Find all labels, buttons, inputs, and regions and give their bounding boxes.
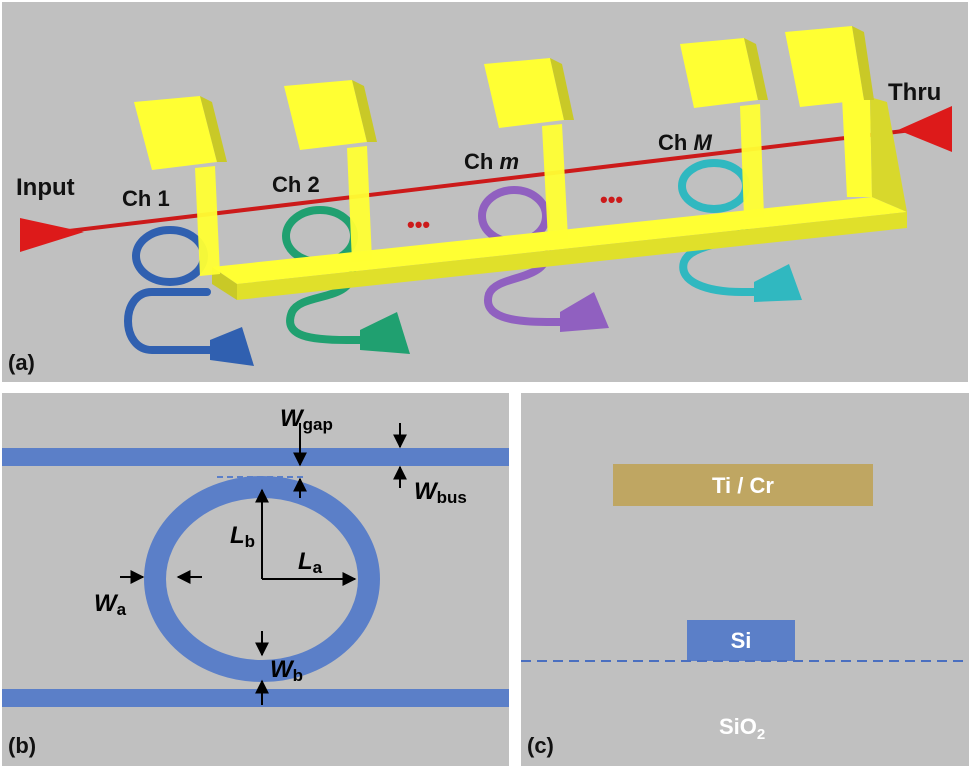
si-label: Si (731, 628, 752, 653)
panel-a-diagram: ••• ••• Input Thru Ch 1 Ch 2 Ch m Ch M (… (8, 26, 952, 375)
panel-a-label: (a) (8, 350, 35, 375)
ring-chm-taper (560, 292, 609, 332)
ellipsis-dots-1: ••• (407, 212, 430, 237)
panel-c-label: (c) (527, 733, 554, 758)
metal-heater-layer (613, 464, 873, 506)
wa-label: Wa (94, 590, 127, 619)
input-label: Input (16, 174, 75, 201)
lb-label: Lb (230, 522, 255, 551)
wb-label: Wb (270, 656, 303, 685)
elliptical-ring (144, 476, 380, 682)
thru-label: Thru (888, 79, 941, 106)
ring-ch1-taper (210, 327, 254, 366)
ring-ch2-taper (360, 312, 410, 354)
panel-b: Wgap Wbus Lb La Wa Wb (b) (2, 393, 509, 766)
wgap-label: Wgap (280, 405, 333, 434)
ellipsis-dots-2: ••• (600, 187, 623, 212)
channel-label-1: Ch 1 (122, 186, 170, 211)
ring-chM-taper (754, 264, 802, 302)
panel-b-label: (b) (8, 733, 36, 758)
bus-waveguide (26, 125, 938, 238)
panel-c-diagram: Ti / Cr Si SiO2 (c) (521, 464, 969, 758)
bottom-bus-waveguide (2, 689, 509, 707)
panel-b-diagram: Wgap Wbus Lb La Wa Wb (b) (2, 405, 509, 758)
si-waveguide (687, 620, 795, 661)
wbus-label: Wbus (414, 478, 467, 507)
sio2-label: SiO2 (719, 714, 765, 743)
panel-a: ••• ••• Input Thru Ch 1 Ch 2 Ch m Ch M (… (2, 2, 968, 382)
channel-label-2: Ch 2 (272, 172, 320, 197)
heater-structure (134, 26, 907, 300)
top-bus-waveguide (2, 448, 509, 466)
channel-label-m: Ch m (464, 149, 519, 174)
la-label: La (298, 548, 323, 577)
thru-taper (898, 106, 952, 152)
channel-label-M: Ch M (658, 130, 712, 155)
panel-c: Ti / Cr Si SiO2 (c) (521, 393, 969, 766)
metal-label: Ti / Cr (712, 473, 774, 498)
input-taper (20, 218, 84, 252)
